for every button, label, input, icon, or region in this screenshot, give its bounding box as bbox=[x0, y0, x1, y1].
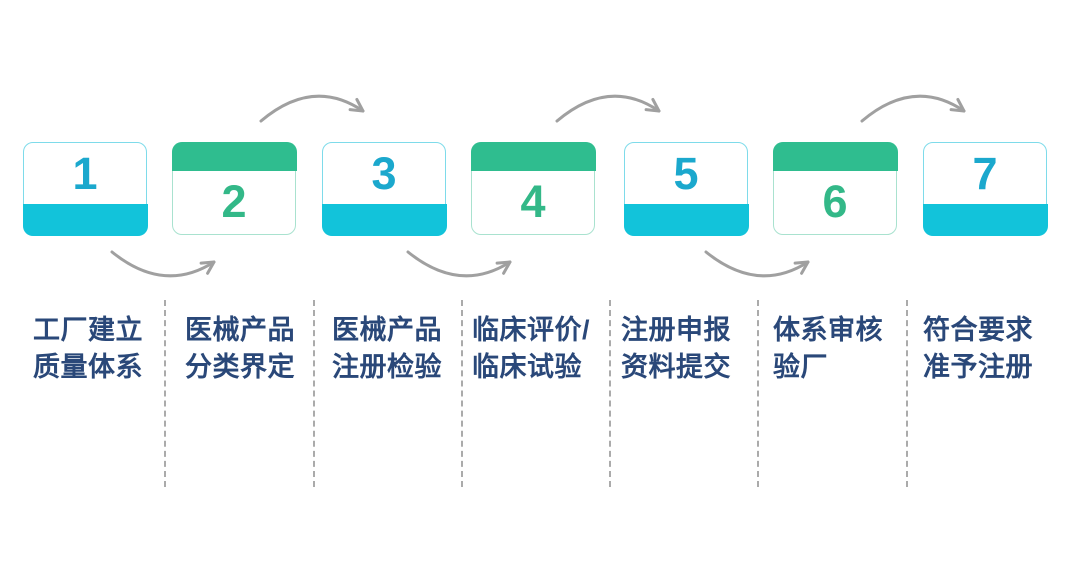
step-number: 6 bbox=[822, 176, 848, 227]
step-label-3: 医械产品 注册检验 bbox=[332, 312, 442, 386]
step-label-line2: 准予注册 bbox=[923, 352, 1033, 382]
dashed-divider bbox=[906, 300, 908, 487]
step-label-line2: 验厂 bbox=[773, 352, 828, 382]
card-bottom-bar bbox=[321, 203, 447, 236]
step-card-5: 5 bbox=[623, 142, 749, 236]
card-top-bar bbox=[470, 141, 596, 171]
step-number: 1 bbox=[72, 148, 98, 199]
dashed-divider bbox=[313, 300, 315, 487]
curved-arrow-down-5-6-icon bbox=[704, 250, 810, 278]
step-label-line1: 工厂建立 bbox=[33, 315, 143, 345]
step-label-line2: 临床试验 bbox=[472, 352, 582, 382]
step-number: 2 bbox=[221, 176, 247, 227]
step-label-line2: 注册检验 bbox=[332, 352, 442, 382]
curved-arrow-up-6-7-icon bbox=[860, 94, 966, 123]
card-bottom-bar bbox=[623, 203, 749, 236]
curved-arrow-up-2-3-icon bbox=[259, 94, 365, 123]
dashed-divider bbox=[461, 300, 463, 487]
step-label-5: 注册申报 资料提交 bbox=[621, 312, 731, 386]
dashed-divider bbox=[609, 300, 611, 487]
step-card-6: 6 bbox=[772, 141, 898, 235]
step-label-line1: 注册申报 bbox=[621, 315, 731, 345]
step-label-2: 医械产品 分类界定 bbox=[185, 312, 295, 386]
step-number: 3 bbox=[371, 148, 397, 199]
step-number: 4 bbox=[520, 176, 546, 227]
step-label-7: 符合要求 准予注册 bbox=[923, 312, 1033, 386]
step-number: 7 bbox=[972, 148, 998, 199]
step-number: 5 bbox=[673, 148, 699, 199]
step-label-line1: 医械产品 bbox=[185, 315, 295, 345]
step-card-2: 2 bbox=[171, 141, 297, 235]
step-label-4: 临床评价/ 临床试验 bbox=[472, 312, 590, 386]
step-label-line2: 资料提交 bbox=[621, 352, 731, 382]
step-label-line1: 符合要求 bbox=[923, 315, 1033, 345]
dashed-divider bbox=[164, 300, 166, 487]
step-label-line2: 质量体系 bbox=[33, 352, 143, 382]
step-label-line1: 临床评价/ bbox=[472, 315, 591, 345]
step-card-7: 7 bbox=[922, 142, 1048, 236]
card-bottom-bar bbox=[22, 203, 148, 236]
curved-arrow-down-1-2-icon bbox=[110, 250, 216, 278]
dashed-divider bbox=[757, 300, 759, 487]
card-bottom-bar bbox=[922, 203, 1048, 236]
step-card-1: 1 bbox=[22, 142, 148, 236]
step-card-3: 3 bbox=[321, 142, 447, 236]
curved-arrow-down-3-4-icon bbox=[406, 250, 512, 278]
card-top-bar bbox=[171, 141, 297, 171]
step-label-6: 体系审核 验厂 bbox=[773, 312, 883, 386]
step-label-line2: 分类界定 bbox=[185, 352, 295, 382]
card-top-bar bbox=[772, 141, 898, 171]
curved-arrow-up-4-5-icon bbox=[555, 94, 661, 123]
step-label-1: 工厂建立 质量体系 bbox=[33, 312, 143, 386]
step-card-4: 4 bbox=[470, 141, 596, 235]
step-label-line1: 体系审核 bbox=[773, 315, 883, 345]
step-label-line1: 医械产品 bbox=[332, 315, 442, 345]
